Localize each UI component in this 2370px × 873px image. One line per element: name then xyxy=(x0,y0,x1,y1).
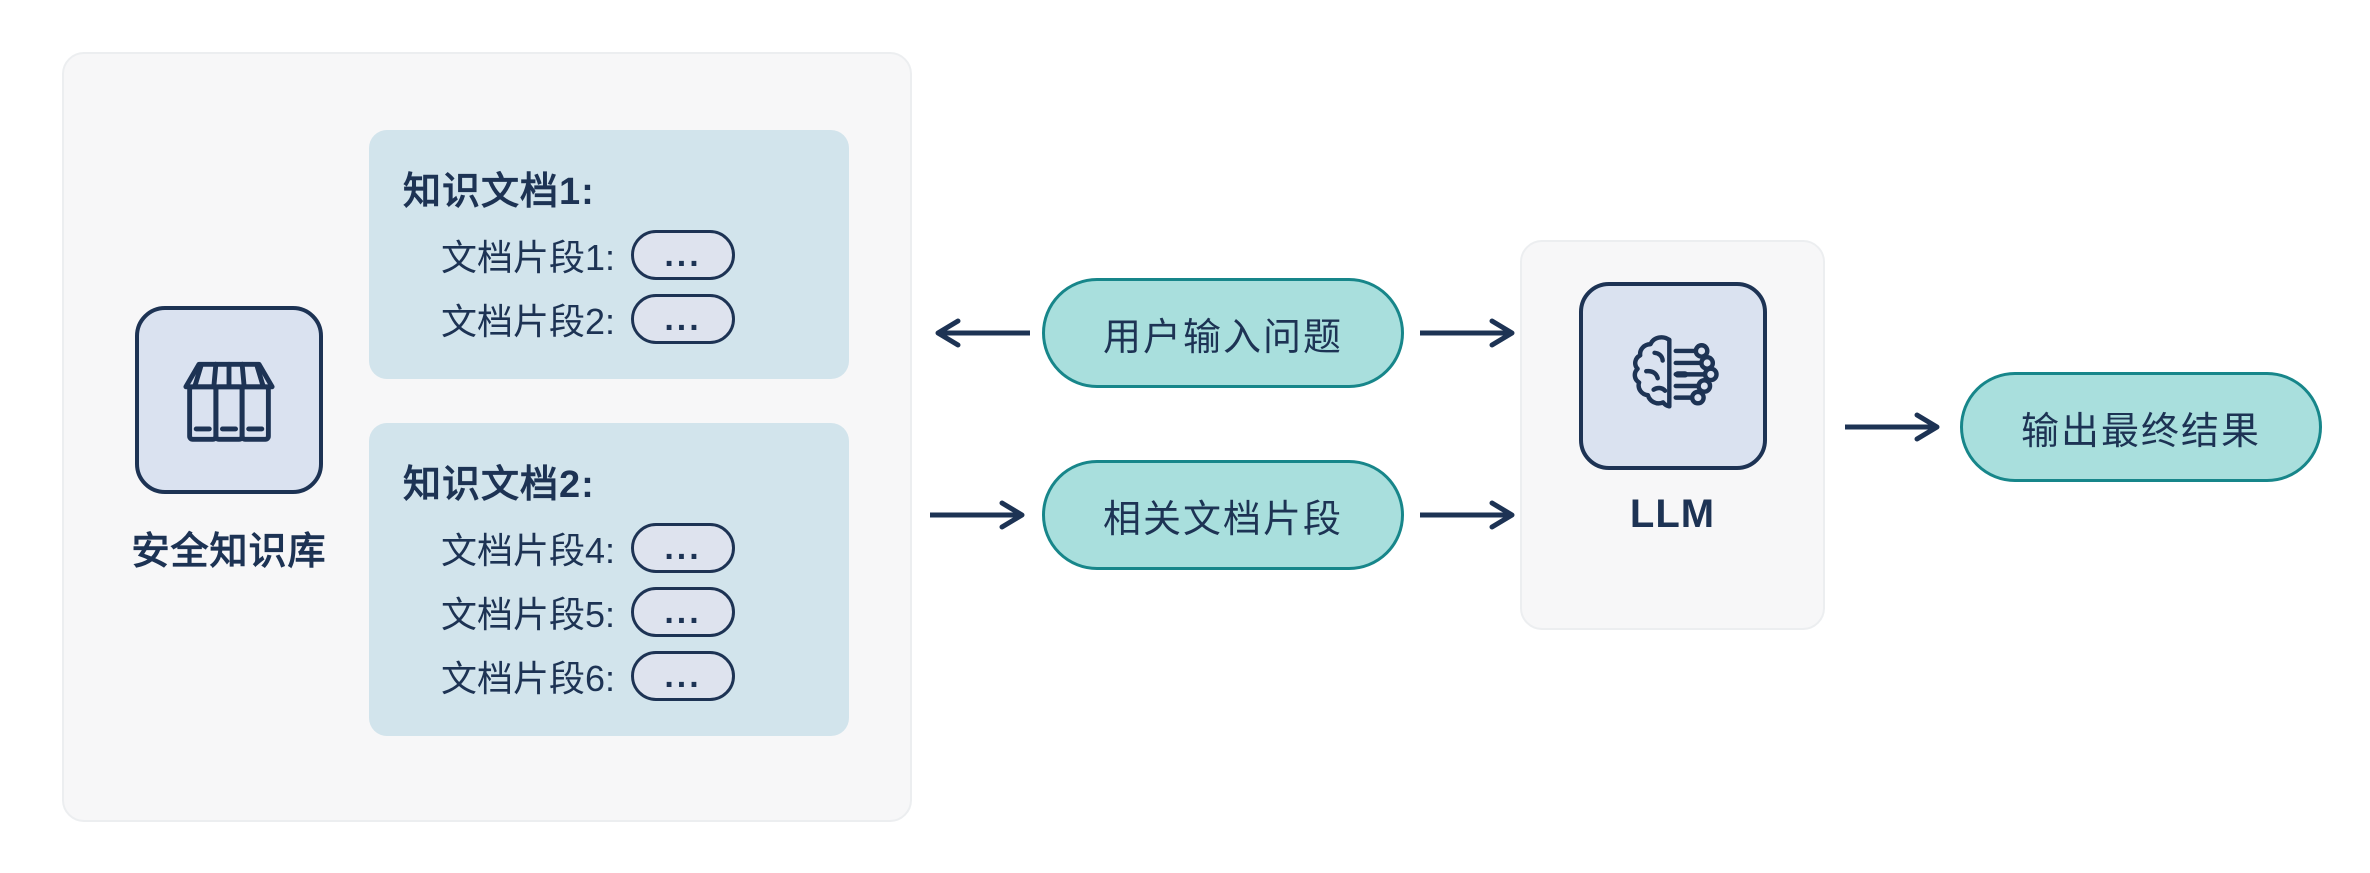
fragment-label: 文档片段5: xyxy=(441,594,616,635)
brain-circuit-icon-tile xyxy=(1578,282,1767,470)
ellipsis-icon: ... xyxy=(664,528,702,567)
fragment-row[interactable]: 文档片段4: ... xyxy=(441,522,815,574)
fragment-label: 文档片段4: xyxy=(441,530,616,571)
fragment-value-pill[interactable]: ... xyxy=(631,294,736,344)
arrow-left-to-knowledge-base xyxy=(930,313,1030,353)
knowledge-base-panel: 安全知识库 知识文档1: 文档片段1: ... 文档片段2: ... xyxy=(62,52,912,822)
arrow-knowledge-base-to-fragments xyxy=(930,495,1030,535)
fragment-value-pill[interactable]: ... xyxy=(631,230,736,280)
document-title: 知识文档1: xyxy=(403,171,595,213)
document-card[interactable]: 知识文档2: 文档片段4: ... 文档片段5: ... 文档片段6: xyxy=(369,423,849,736)
ellipsis-icon: ... xyxy=(664,235,702,274)
fragment-value-pill[interactable]: ... xyxy=(631,523,736,573)
fragment-value-pill[interactable]: ... xyxy=(631,587,736,637)
ellipsis-icon: ... xyxy=(664,299,702,338)
arrow-question-to-llm xyxy=(1420,313,1520,353)
fragment-row[interactable]: 文档片段5: ... xyxy=(441,586,815,638)
fragment-row[interactable]: 文档片段2: ... xyxy=(441,293,815,345)
fragment-value-pill[interactable]: ... xyxy=(631,651,736,701)
flow-pill-relevant-fragments[interactable]: 相关文档片段 xyxy=(1042,460,1404,570)
ellipsis-icon: ... xyxy=(664,592,702,631)
arrow-llm-to-output xyxy=(1845,407,1945,447)
document-card-list: 知识文档1: 文档片段1: ... 文档片段2: ... 知识文档2: xyxy=(369,130,849,780)
fragment-row[interactable]: 文档片段1: ... xyxy=(441,229,815,281)
library-books-icon xyxy=(169,338,289,463)
fragment-row[interactable]: 文档片段6: ... xyxy=(441,650,815,702)
fragment-label: 文档片段1: xyxy=(441,237,616,278)
knowledge-base-identity: 安全知识库 xyxy=(119,306,339,575)
llm-panel: LLM xyxy=(1520,240,1825,630)
knowledge-base-caption: 安全知识库 xyxy=(131,531,327,573)
document-card[interactable]: 知识文档1: 文档片段1: ... 文档片段2: ... xyxy=(369,130,849,379)
document-title: 知识文档2: xyxy=(403,464,595,506)
flow-pill-user-question[interactable]: 用户输入问题 xyxy=(1042,278,1404,388)
library-books-icon-tile xyxy=(135,306,323,494)
llm-caption: LLM xyxy=(1629,492,1716,536)
flow-pill-final-output[interactable]: 输出最终结果 xyxy=(1960,372,2322,482)
fragment-label: 文档片段2: xyxy=(441,301,616,342)
fragment-label: 文档片段6: xyxy=(441,658,616,699)
brain-circuit-icon xyxy=(1614,315,1732,438)
ellipsis-icon: ... xyxy=(664,656,702,695)
arrow-fragments-to-llm xyxy=(1420,495,1520,535)
